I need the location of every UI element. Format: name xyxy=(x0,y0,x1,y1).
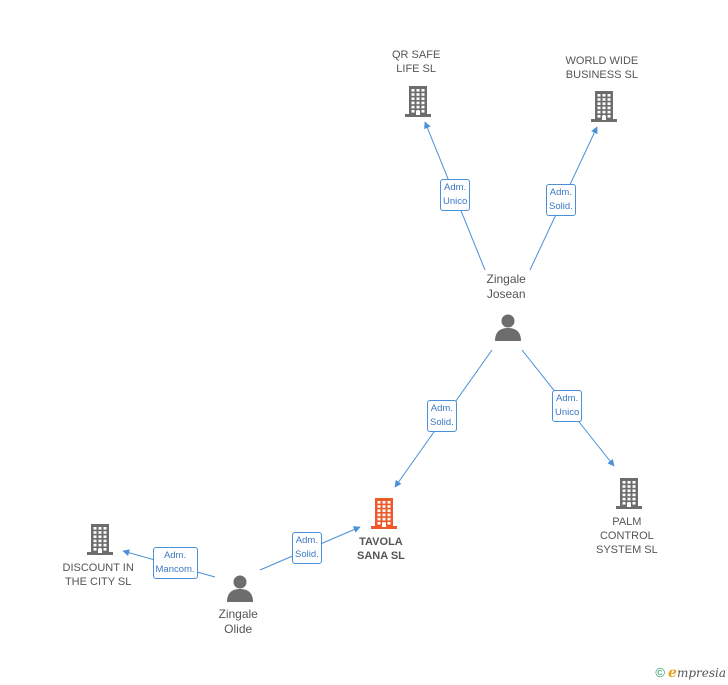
brand-name: mpresia xyxy=(676,666,726,680)
person-icon[interactable] xyxy=(225,573,255,608)
brand-initial: e xyxy=(668,665,677,681)
edge-label-josean-ww[interactable]: Adm.Solid. xyxy=(546,184,576,216)
edge-label-josean-palm[interactable]: Adm.Unico xyxy=(552,390,583,422)
edge-label-josean-tavola[interactable]: Adm.Solid. xyxy=(427,400,457,432)
building-icon[interactable] xyxy=(586,88,622,129)
building-icon[interactable] xyxy=(611,475,647,516)
copyright-symbol: © xyxy=(655,665,665,680)
edge-label-olide-discount[interactable]: Adm.Mancom. xyxy=(152,547,198,579)
edge-label-olide-tavola[interactable]: Adm.Solid. xyxy=(292,532,322,564)
building-icon[interactable] xyxy=(400,83,436,124)
person-icon[interactable] xyxy=(493,312,523,347)
building-icon[interactable] xyxy=(82,521,118,562)
copyright-footer: © empresia xyxy=(655,665,726,681)
edge-label-josean-qr[interactable]: Adm.Unico xyxy=(440,179,471,211)
building-icon[interactable] xyxy=(366,495,402,536)
